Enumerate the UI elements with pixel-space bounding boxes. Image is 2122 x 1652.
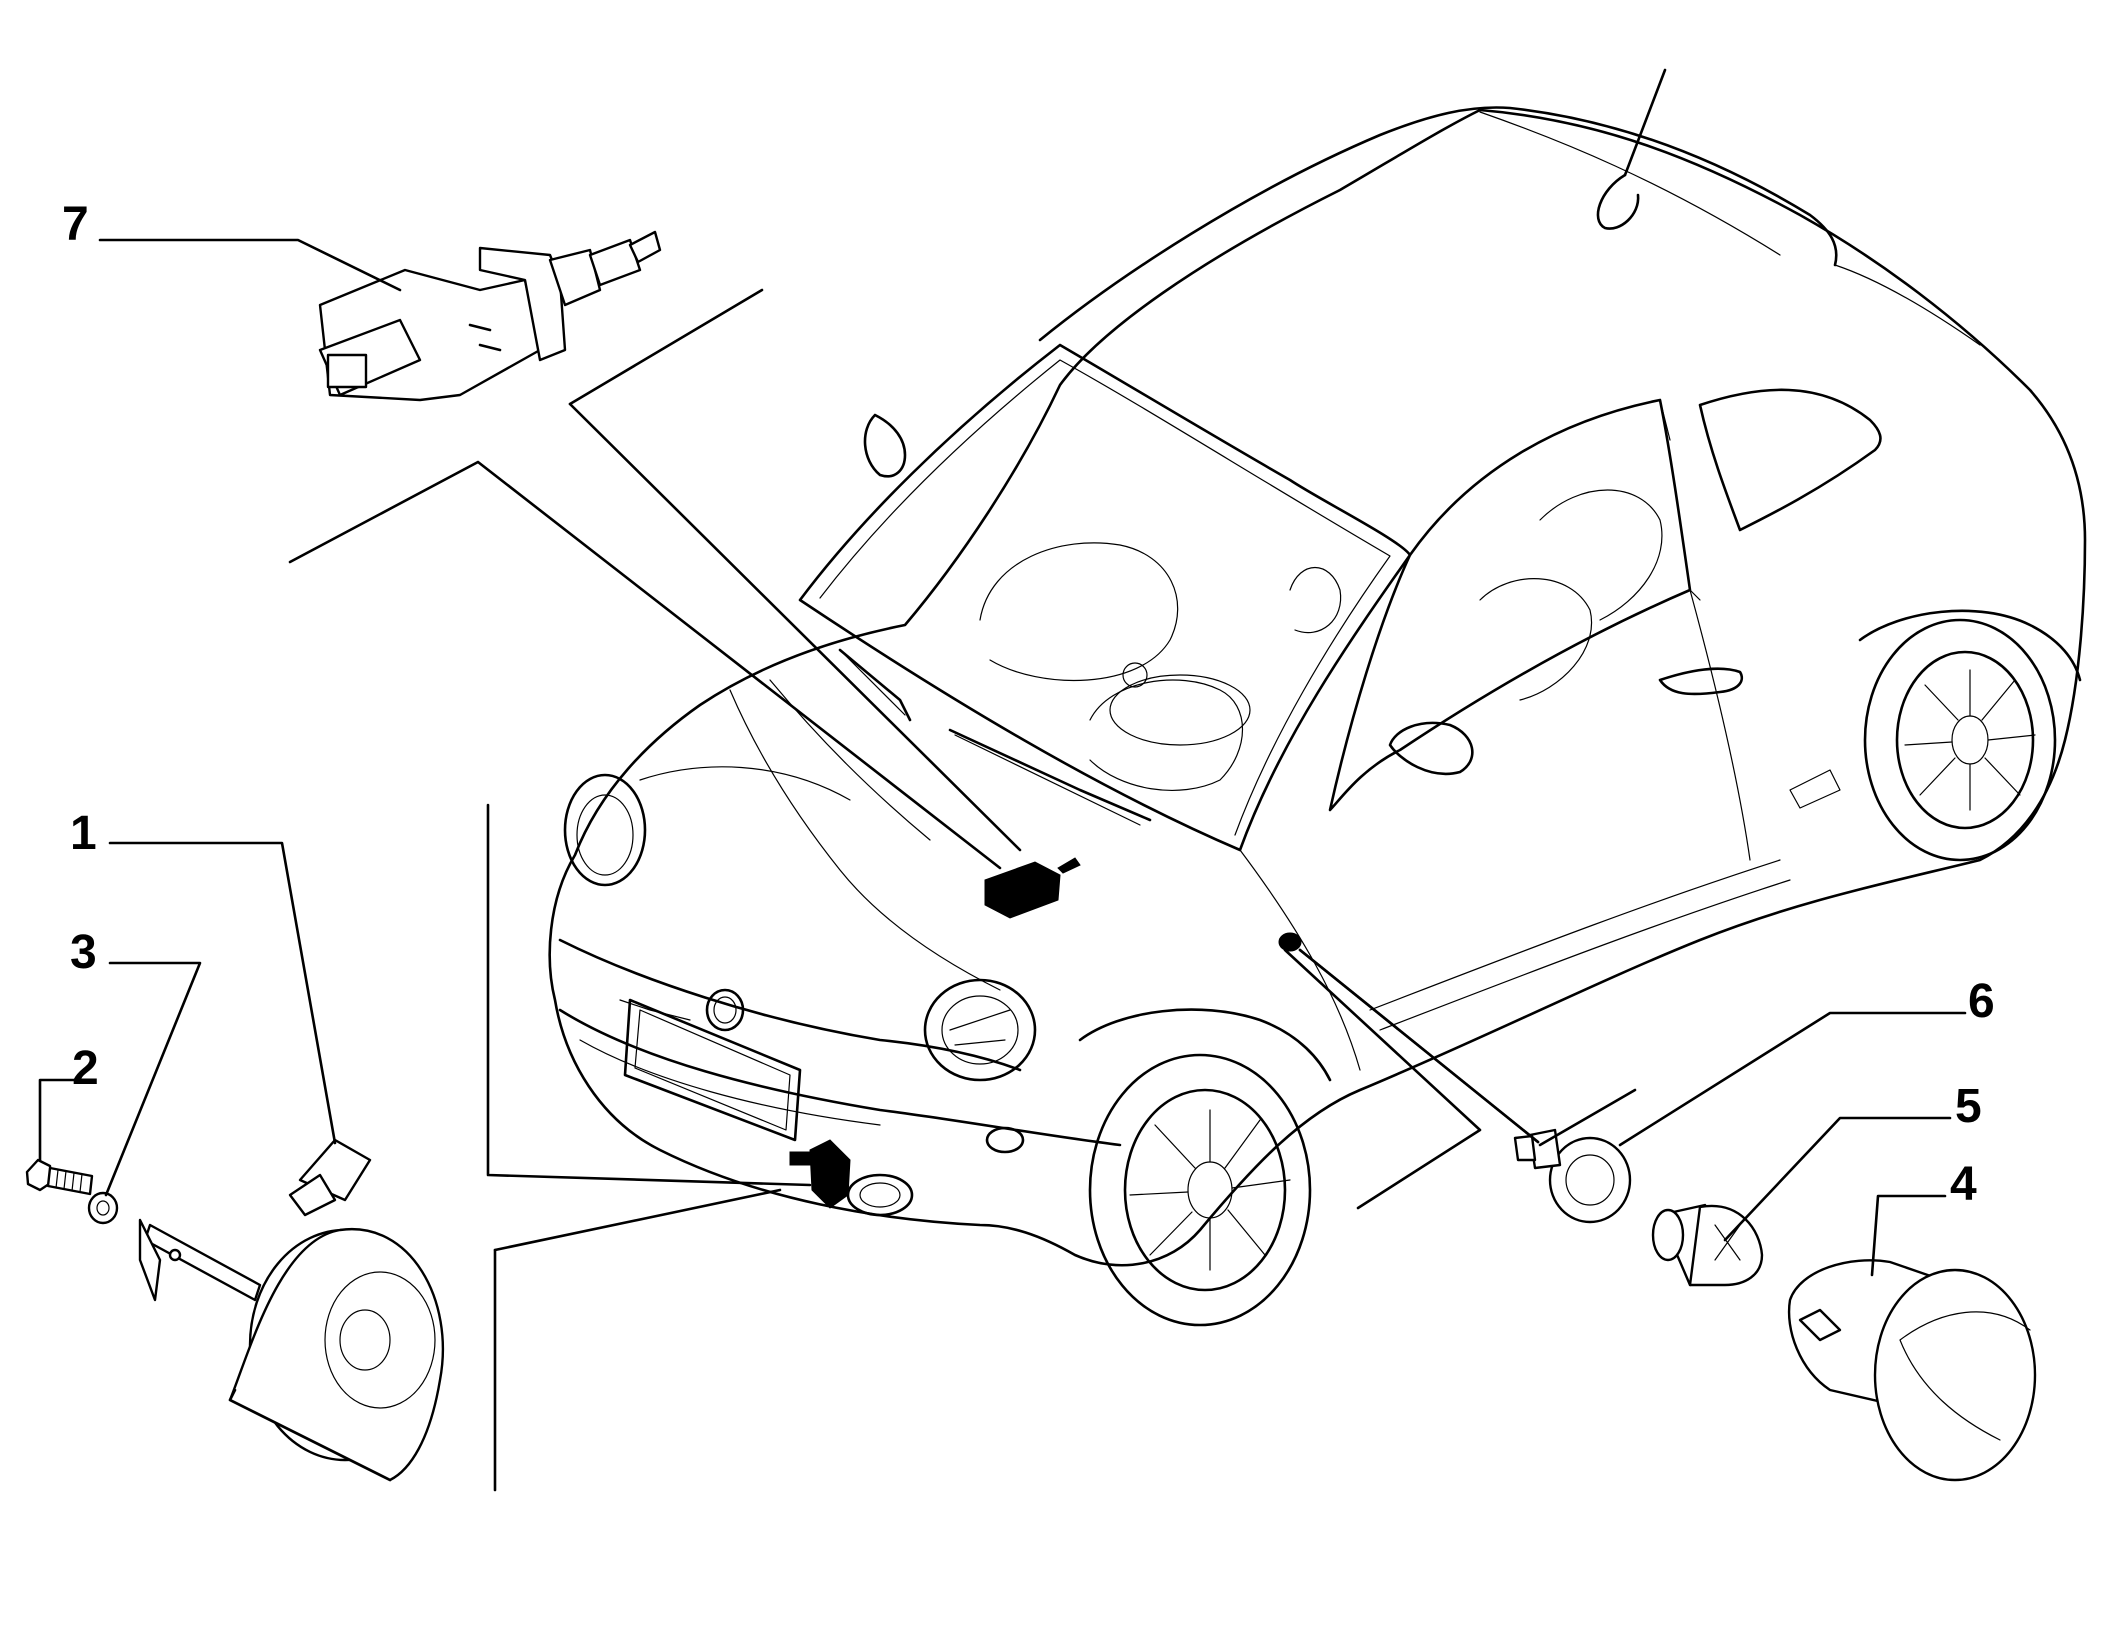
part-5-bulb <box>1651 1203 1764 1287</box>
callout-6: 6 <box>1968 975 1995 1028</box>
callout-1: 1 <box>70 807 97 860</box>
callout-7: 7 <box>62 198 89 251</box>
part-6-grommet <box>1513 1128 1632 1224</box>
callout-2: 2 <box>72 1042 99 1095</box>
callout-4: 4 <box>1950 1158 1977 1211</box>
callout-5: 5 <box>1955 1080 1982 1133</box>
car-illustration <box>548 68 2087 1327</box>
part-2-bolt <box>25 1158 94 1196</box>
callout-labels: 7 1 3 2 6 5 4 <box>62 198 1995 1211</box>
part-3-washer <box>87 1191 119 1225</box>
leader-lines <box>38 238 1967 1492</box>
part-4-side-marker <box>1787 1259 2037 1482</box>
part-1-horn <box>138 1138 445 1482</box>
part-7-switch <box>318 230 662 402</box>
callout-3: 3 <box>70 926 97 979</box>
installed-parts <box>789 857 1302 1209</box>
